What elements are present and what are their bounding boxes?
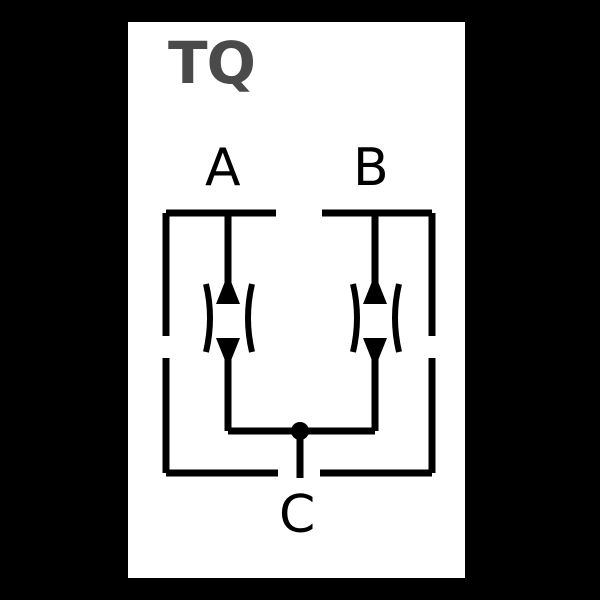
junction-dot: [291, 422, 309, 440]
valve-b-down-arrowhead: [363, 338, 387, 368]
port-label-b: B: [353, 138, 389, 198]
valve-a-throttle-arc-left: [203, 283, 213, 353]
valve-b-up-arrowhead: [363, 274, 387, 304]
brand-logo-text: TQ: [168, 29, 256, 97]
valve-a-up-arrowhead: [216, 274, 240, 304]
port-label-a: A: [205, 138, 241, 198]
port-label-c: C: [279, 485, 316, 545]
drawing-sheet: [128, 22, 465, 578]
valve-b-throttle-arc-left: [350, 283, 360, 353]
valve-a-down-arrowhead: [216, 338, 240, 368]
valve-a-throttle-arc-right: [245, 283, 255, 353]
valve-b-throttle-arc-right: [392, 283, 402, 353]
